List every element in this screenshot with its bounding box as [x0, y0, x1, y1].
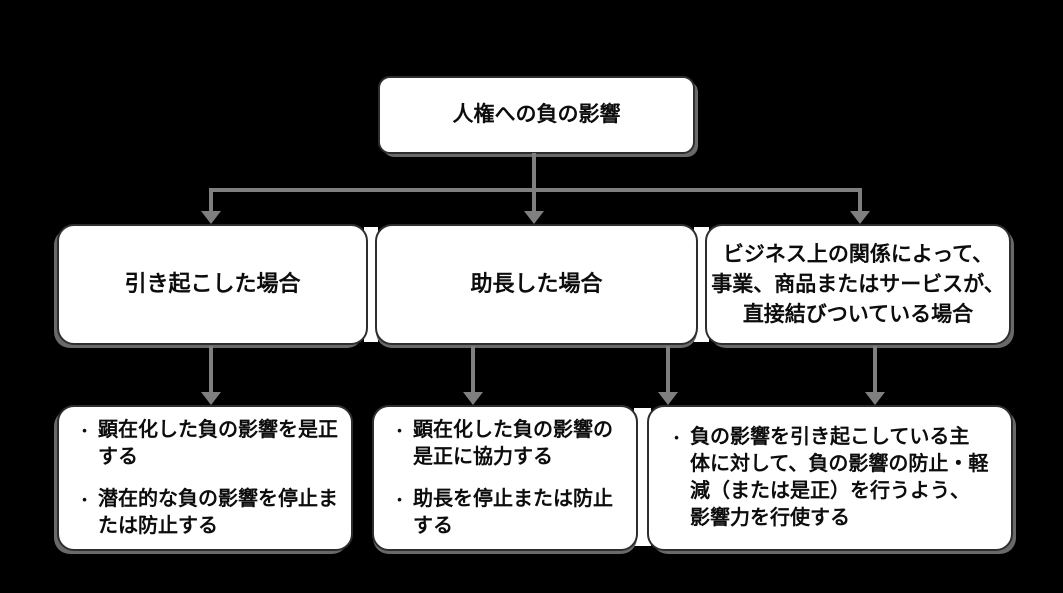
- bullet-item: • 負の影響を引き起こしている主体に対して、負の影響の防止・軽減（または是正）を…: [663, 424, 989, 532]
- gap-strip-bottom-2-3: [634, 408, 651, 546]
- response-caused-bullet-2: 潜在的な負の影響を停止または防止する: [98, 487, 338, 537]
- condition-box-caused: 引き起こした場合: [57, 224, 368, 345]
- bullet-icon: •: [82, 422, 87, 438]
- arrow-to-linked-line: [858, 190, 862, 211]
- arrow-contributed-to-leverage-head: [658, 392, 678, 405]
- arrow-to-linked-head: [850, 211, 870, 224]
- arrow-caused-to-response-head: [201, 392, 221, 405]
- arrow-to-contributed-head: [524, 211, 544, 224]
- arrow-contributed-to-response-head: [463, 392, 483, 405]
- arrow-contributed-to-leverage-line: [666, 346, 670, 392]
- root-box-negative-impact: 人権への負の影響: [378, 76, 695, 154]
- bullet-icon: •: [397, 491, 402, 507]
- arrow-caused-to-response-line: [209, 346, 213, 392]
- response-contributed-bullet-2: 助長を停止または防止する: [413, 487, 613, 537]
- root-box-label: 人権への負の影響: [452, 103, 621, 127]
- response-contributed-bullet-1: 顕在化した負の影響の是正に協力する: [413, 418, 613, 468]
- bullet-icon: •: [397, 422, 402, 438]
- response-box-caused: • 顕在化した負の影響を是正する • 潜在的な負の影響を停止または防止する: [57, 405, 353, 551]
- bullet-item: • 助長を停止または防止する: [386, 486, 628, 540]
- bullet-icon: •: [82, 491, 87, 507]
- condition-contributed-label: 助長した場合: [470, 271, 603, 297]
- arrow-contributed-to-response-line: [471, 346, 475, 392]
- response-caused-bullet-1: 顕在化した負の影響を是正する: [98, 418, 338, 468]
- response-linked-bullet-1: 負の影響を引き起こしている主体に対して、負の影響の防止・軽減（または是正）を行う…: [690, 426, 989, 529]
- condition-linked-line-3: 直接結びついている場合: [742, 302, 974, 326]
- bullet-icon: •: [674, 430, 679, 445]
- arrow-linked-to-response-line: [873, 346, 877, 392]
- bullet-item: • 顕在化した負の影響の是正に協力する: [386, 417, 628, 471]
- response-box-linked: • 負の影響を引き起こしている主体に対して、負の影響の防止・軽減（または是正）を…: [647, 405, 1013, 551]
- response-box-contributed: • 顕在化した負の影響の是正に協力する • 助長を停止または防止する: [372, 405, 638, 551]
- condition-linked-line-1: ビジネス上の関係によって、: [722, 242, 994, 266]
- connector-root-stem: [532, 153, 536, 211]
- arrow-to-caused-line: [209, 190, 213, 211]
- arrow-linked-to-response-head: [865, 392, 885, 405]
- bullet-item: • 顕在化した負の影響を是正する: [71, 417, 343, 471]
- connector-branch-bar: [209, 188, 862, 192]
- condition-caused-label: 引き起こした場合: [124, 271, 301, 297]
- condition-box-linked: ビジネス上の関係によって、 事業、商品またはサービスが、 直接結びついている場合: [705, 224, 1011, 345]
- condition-box-contributed: 助長した場合: [375, 224, 698, 345]
- arrow-to-caused-head: [201, 211, 221, 224]
- condition-linked-line-2: 事業、商品またはサービスが、: [711, 272, 1005, 296]
- bullet-item: • 潜在的な負の影響を停止または防止する: [71, 486, 343, 540]
